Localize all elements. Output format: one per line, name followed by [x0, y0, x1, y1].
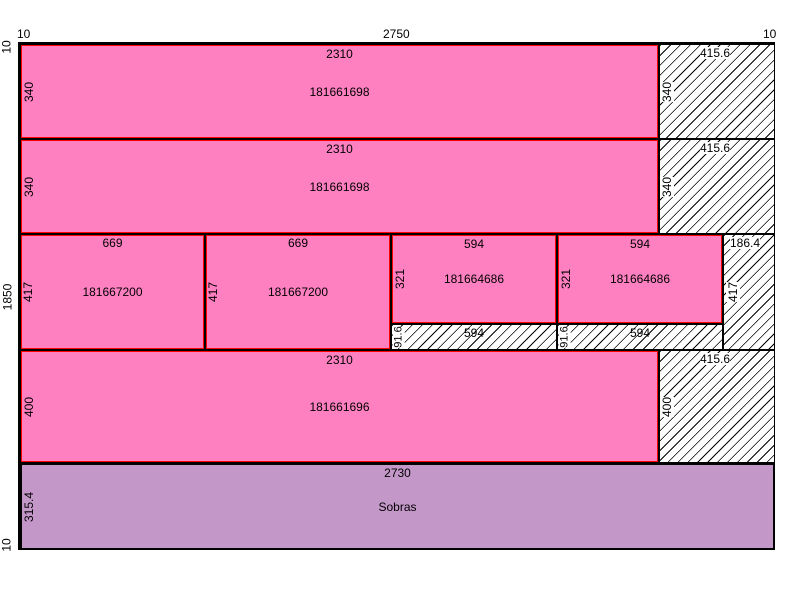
piece-height-wrap: 417 [21, 235, 35, 349]
waste-row3-4[interactable]: 594 91.6 [557, 324, 723, 350]
left-bottom-margin-label: 10 [0, 538, 14, 552]
piece-row3-1[interactable]: 669 181667200 417 [20, 234, 205, 350]
piece-row3-4[interactable]: 594 181664686 321 [557, 234, 723, 324]
waste-height-wrap: 340 [660, 140, 674, 233]
piece-height-wrap: 340 [22, 46, 36, 137]
sobras-width-label: 2730 [384, 466, 411, 480]
waste-height-wrap: 417 [726, 235, 740, 349]
piece-id-label: 181664686 [443, 272, 505, 286]
waste-height-wrap: 91.6 [558, 325, 572, 349]
piece-height-label: 321 [559, 268, 573, 290]
sobras-height-wrap: 315.4 [22, 465, 36, 548]
piece-height-label: 417 [21, 281, 35, 303]
piece-id-label: 181667200 [82, 285, 143, 299]
sobras-region[interactable]: 2730 Sobras 315.4 [20, 463, 775, 550]
cutting-sheet: 2310 181661698 340 415.6 340 2310 181661… [18, 42, 775, 550]
waste-height-wrap: 400 [660, 351, 674, 462]
waste-row1[interactable]: 415.6 340 [659, 44, 775, 139]
piece-id-label: 181661696 [309, 399, 370, 414]
waste-width-label: 186.4 [730, 236, 761, 250]
waste-row2[interactable]: 415.6 340 [659, 139, 775, 234]
piece-height-wrap: 400 [22, 352, 36, 461]
total-width-label: 2750 [383, 27, 410, 41]
sobras-height-label: 315.4 [22, 491, 36, 522]
sobras-label: Sobras [378, 499, 417, 514]
waste-height-label: 400 [660, 396, 674, 417]
waste-row3-right[interactable]: 186.4 417 [723, 234, 775, 350]
piece-width-label: 669 [287, 236, 309, 250]
top-right-margin-label: 10 [763, 27, 777, 41]
waste-height-label: 91.6 [559, 326, 572, 348]
waste-height-label: 91.6 [393, 326, 406, 348]
waste-height-label: 340 [660, 81, 674, 102]
top-left-margin-label: 10 [17, 27, 31, 41]
piece-height-label: 400 [22, 396, 36, 417]
piece-row1[interactable]: 2310 181661698 340 [20, 44, 659, 139]
piece-height-label: 321 [393, 268, 407, 290]
left-top-margin-label: 10 [0, 40, 14, 54]
waste-width-label: 415.6 [700, 352, 731, 366]
waste-height-label: 417 [726, 281, 740, 303]
waste-width-label: 415.6 [700, 141, 731, 155]
piece-row2[interactable]: 2310 181661698 340 [20, 139, 659, 234]
piece-width-label: 594 [629, 237, 651, 251]
piece-row4[interactable]: 2310 181661696 400 [20, 350, 659, 463]
piece-row3-2[interactable]: 669 181667200 417 [205, 234, 391, 350]
piece-height-wrap: 340 [22, 141, 36, 232]
piece-id-label: 181664686 [609, 272, 671, 286]
piece-id-label: 181661698 [309, 84, 370, 99]
piece-height-label: 417 [206, 281, 220, 303]
piece-row3-3[interactable]: 594 181664686 321 [391, 234, 557, 324]
waste-height-wrap: 91.6 [392, 325, 406, 349]
waste-width-label: 594 [629, 326, 651, 340]
piece-width-label: 594 [463, 237, 485, 251]
waste-row3-3[interactable]: 594 91.6 [391, 324, 557, 350]
piece-width-label: 669 [102, 236, 123, 250]
waste-row4[interactable]: 415.6 400 [659, 350, 775, 463]
piece-width-label: 2310 [326, 142, 353, 156]
piece-id-label: 181667200 [267, 285, 329, 299]
piece-width-label: 2310 [326, 353, 353, 367]
waste-height-label: 340 [660, 176, 674, 197]
total-height-label: 1850 [0, 283, 15, 311]
waste-width-label: 594 [463, 326, 485, 340]
waste-height-wrap: 340 [660, 45, 674, 138]
piece-id-label: 181661698 [309, 179, 370, 194]
piece-height-wrap: 321 [559, 236, 573, 322]
piece-height-label: 340 [22, 176, 36, 197]
piece-height-label: 340 [22, 81, 36, 102]
piece-width-label: 2310 [326, 47, 353, 61]
waste-width-label: 415.6 [700, 46, 731, 60]
piece-height-wrap: 321 [393, 236, 407, 322]
piece-height-wrap: 417 [206, 235, 220, 349]
